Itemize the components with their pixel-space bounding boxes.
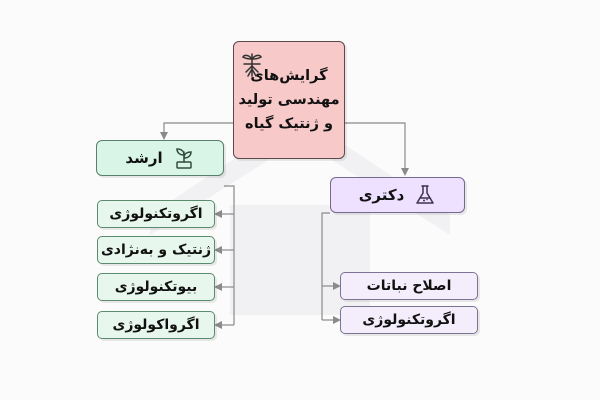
leaf-arshad-2-label: ژنتیک و به‌نژادی (100, 242, 212, 258)
branch-doktori: دکتری (330, 177, 465, 213)
leaf-doktori-1: اصلاح نباتات (340, 272, 478, 300)
leaf-arshad-4-label: اگرواکولوژی (112, 317, 200, 333)
leaf-arshad-3: بیوتکنولوژی (97, 273, 215, 301)
leaf-arshad-1-label: اگروتکنولوژی (109, 206, 203, 222)
leaf-doktori-2: اگروتکنولوژی (340, 306, 478, 334)
root-line-2: مهندسی تولید (238, 92, 340, 108)
plant-roots-icon (242, 53, 262, 77)
connector-root-arshad (163, 122, 233, 136)
root-node: گرایش‌های مهندسی تولید و ژنتیک گیاه (233, 41, 345, 159)
connector-arshad-bracket (224, 185, 235, 325)
connector-doktori-bracket (321, 212, 330, 320)
plant-leaves-icon (175, 148, 192, 169)
branch-arshad: ارشد (96, 140, 224, 176)
leaf-arshad-1: اگروتکنولوژی (97, 200, 215, 228)
leaf-doktori-2-label: اگروتکنولوژی (362, 312, 456, 328)
leaf-arshad-2: ژنتیک و به‌نژادی (97, 236, 215, 264)
branch-doktori-label: دکتری (358, 186, 405, 204)
root-line-3: و ژنتیک گیاه (245, 116, 333, 132)
leaf-arshad-4: اگرواکولوژی (97, 311, 215, 339)
leaf-arshad-3-label: بیوتکنولوژی (114, 279, 198, 295)
branch-arshad-label: ارشد (125, 149, 163, 167)
root-line-1: گرایش‌های (250, 68, 328, 84)
leaf-doktori-1-label: اصلاح نباتات (366, 278, 452, 294)
lab-flask-icon (416, 185, 435, 204)
connector-root-doktori (345, 122, 406, 172)
